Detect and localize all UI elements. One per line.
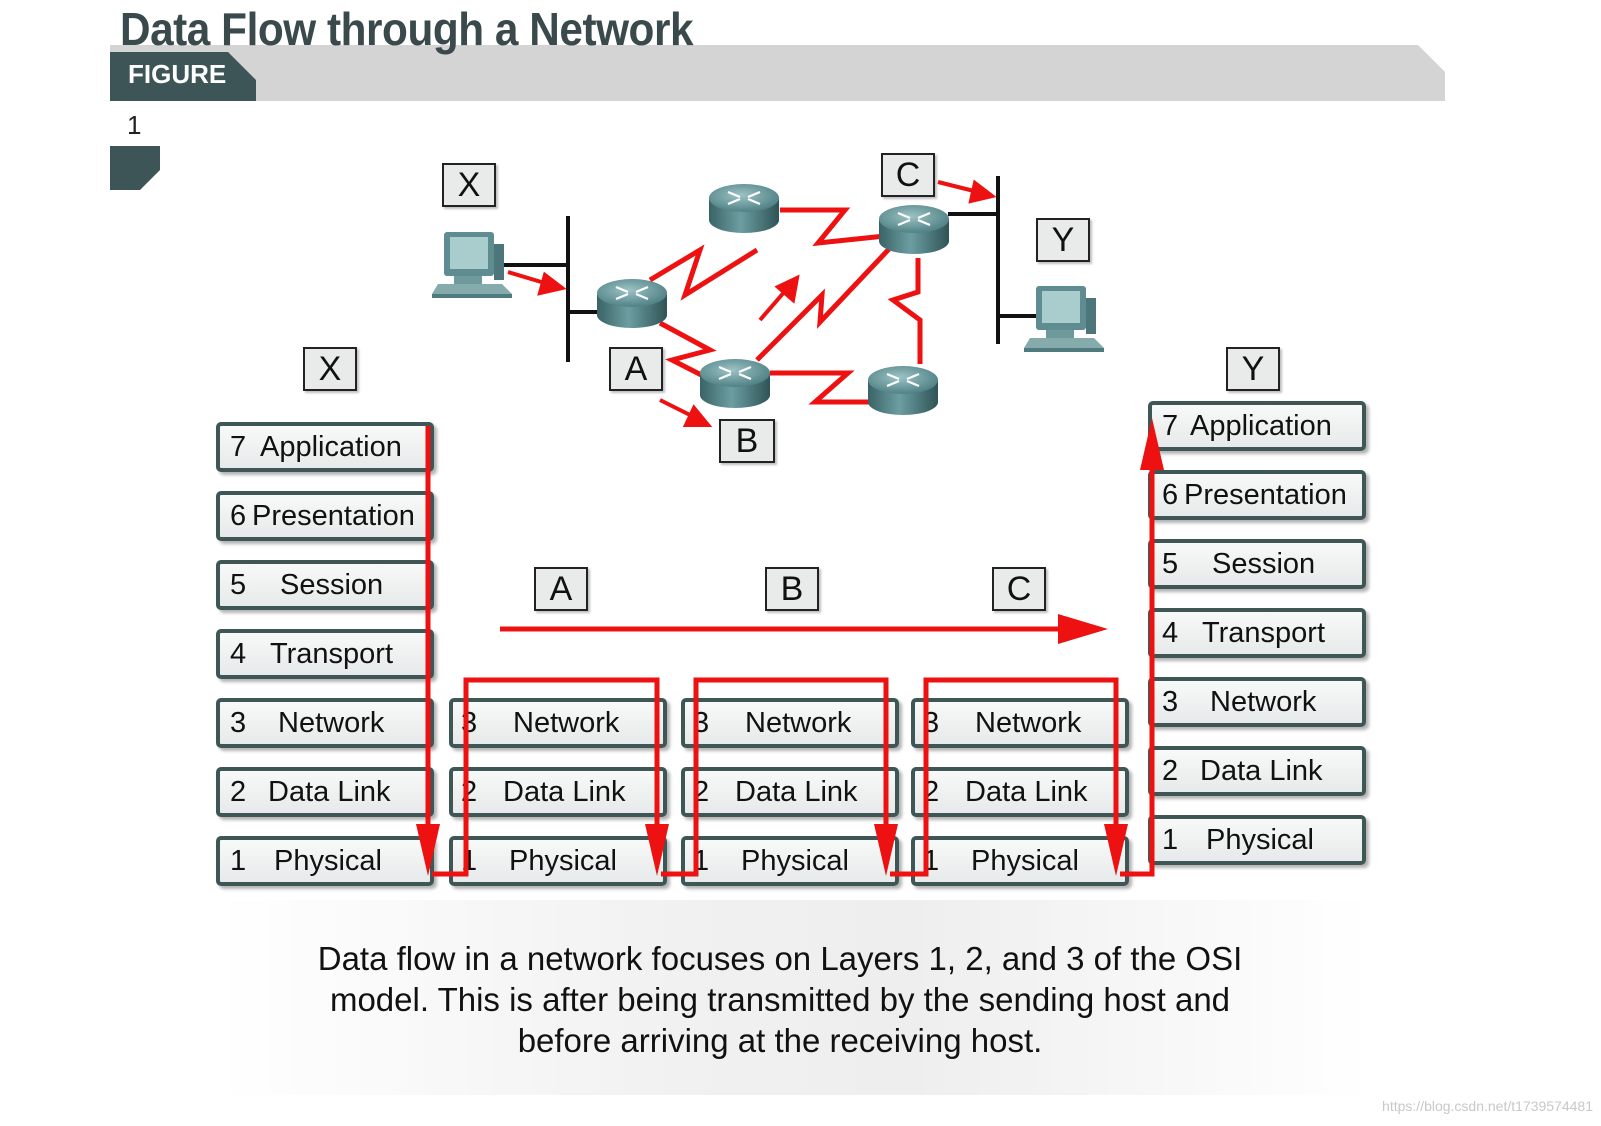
layer-number: 7 (1162, 410, 1179, 442)
layer-number: 5 (1162, 548, 1179, 580)
layer-name: Session (1212, 548, 1316, 580)
layer-number: 6 (1162, 479, 1179, 511)
layer-name: Physical (1206, 824, 1314, 856)
watermark: https://blog.csdn.net/t1739574481 (1382, 1098, 1593, 1114)
layer-name: Network (975, 707, 1082, 739)
layer-number: 4 (230, 638, 247, 670)
layer-number: 1 (230, 845, 247, 877)
layer-name: Data Link (1200, 755, 1323, 787)
layer-box: 1 Physical (1148, 815, 1366, 865)
topology-label-router-c: C (881, 153, 935, 197)
layer-name: Network (278, 707, 385, 739)
caption-line: Data flow in a network focuses on Layers… (317, 940, 1243, 977)
layer-name: Presentation (1184, 479, 1347, 511)
layer-name: Presentation (252, 500, 415, 532)
layer-name: Data Link (268, 776, 391, 808)
layer-name: Physical (509, 845, 617, 877)
layer-number: 6 (230, 500, 247, 532)
layer-name: Session (280, 569, 384, 601)
stack-label-router-b: B (765, 567, 819, 611)
layer-number: 7 (230, 431, 247, 463)
layer-box: 2 Data Link (216, 767, 434, 817)
stack-label-host-y: Y (1226, 347, 1280, 391)
layer-name: Transport (1202, 617, 1326, 649)
layer-box: 1 Physical (216, 836, 434, 886)
layer-box: 5 Session (216, 560, 434, 610)
layer-name: Physical (274, 845, 382, 877)
topology-label-router-a: A (609, 347, 663, 391)
topology-label-host-y: Y (1036, 218, 1090, 262)
layer-name: Network (513, 707, 620, 739)
layer-name: Data Link (735, 776, 858, 808)
caption-background (215, 900, 1370, 1095)
layer-name: Data Link (503, 776, 626, 808)
layer-name: Physical (741, 845, 849, 877)
stack-label-router-a: A (534, 567, 588, 611)
layer-box: 4 Transport (1148, 608, 1366, 658)
figure-tab (110, 52, 256, 101)
layer-name: Data Link (965, 776, 1088, 808)
layer-box: 7 Application (1148, 401, 1366, 451)
layer-box: 7 Application (216, 422, 434, 472)
layer-number: 3 (230, 707, 247, 739)
layer-name: Application (260, 431, 402, 463)
layer-name: Application (1190, 410, 1332, 442)
layer-box: 5 Session (1148, 539, 1366, 589)
layer-box: 4 Transport (216, 629, 434, 679)
figure-number-tab (110, 146, 160, 190)
layer-number: 4 (1162, 617, 1179, 649)
figure-tab-label: FIGURE (128, 59, 227, 89)
caption-line: before arriving at the receiving host. (517, 1022, 1043, 1059)
layer-name: Physical (971, 845, 1079, 877)
wan-links (648, 207, 923, 405)
stack-label-host-x: X (303, 347, 357, 391)
layer-box: 3 Network (1148, 677, 1366, 727)
layer-number: 2 (1162, 755, 1179, 787)
layer-number: 2 (230, 776, 247, 808)
stack-label-router-c: C (992, 567, 1046, 611)
flow-arrows (507, 179, 997, 427)
layer-number: 3 (1162, 686, 1179, 718)
caption-line: model. This is after being transmitted b… (329, 981, 1231, 1018)
flow-arrowheads (416, 418, 1164, 876)
layer-number: 1 (1162, 824, 1179, 856)
figure-caption: Data flow in a network focuses on Layers… (210, 938, 1350, 1061)
layer-name: Transport (270, 638, 394, 670)
layer-number: 5 (230, 569, 247, 601)
layer-name: Network (1210, 686, 1317, 718)
topology-label-host-x: X (442, 163, 496, 207)
page-title: Data Flow through a Network (120, 3, 694, 55)
figure-number: 1 (127, 110, 142, 140)
header-band (110, 45, 1445, 101)
topology-label-router-b: B (719, 419, 775, 463)
layer-box: 3 Network (216, 698, 434, 748)
layer-name: Network (745, 707, 852, 739)
